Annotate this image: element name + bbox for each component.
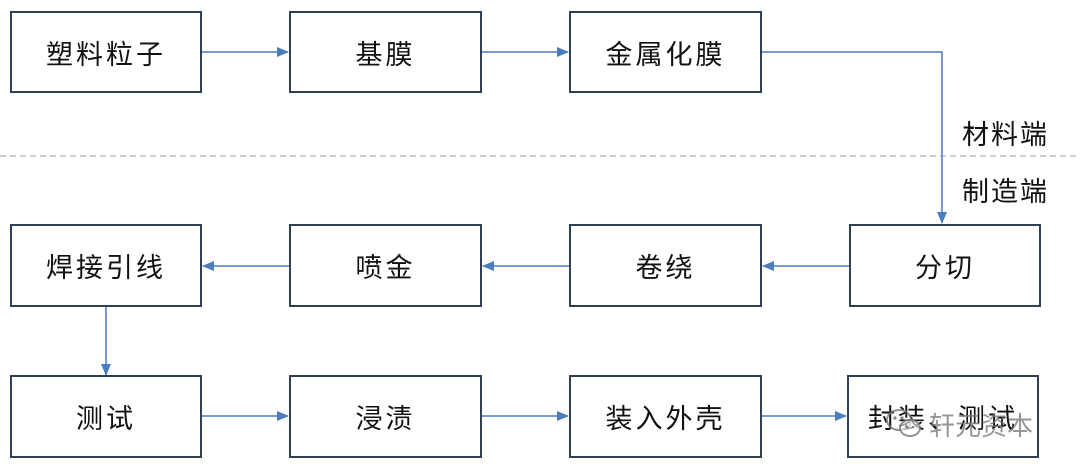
box-casing: 装入外壳	[569, 375, 762, 458]
box-slitting: 分切	[849, 224, 1041, 307]
arrow-metallized-to-slitting	[762, 51, 947, 224]
watermark-text: 轩元资本	[929, 411, 1034, 442]
box-winding: 卷绕	[569, 224, 762, 307]
zone-label-material-end: 材料端	[962, 120, 1049, 151]
box-pellets: 塑料粒子	[10, 11, 202, 93]
box-base-film: 基膜	[289, 11, 482, 93]
box-seal-test: 封装、测试	[847, 375, 1039, 458]
zone-label-manufacturing-end: 制造端	[962, 177, 1049, 208]
box-metallized-film: 金属化膜	[569, 11, 762, 93]
box-impregnation: 浸渍	[289, 375, 482, 458]
box-test: 测试	[10, 375, 202, 458]
watermark: 轩元资本	[885, 404, 1033, 444]
box-spraying: 喷金	[289, 224, 482, 307]
wechat-icon	[886, 409, 921, 437]
box-welding-leads: 焊接引线	[10, 224, 202, 307]
